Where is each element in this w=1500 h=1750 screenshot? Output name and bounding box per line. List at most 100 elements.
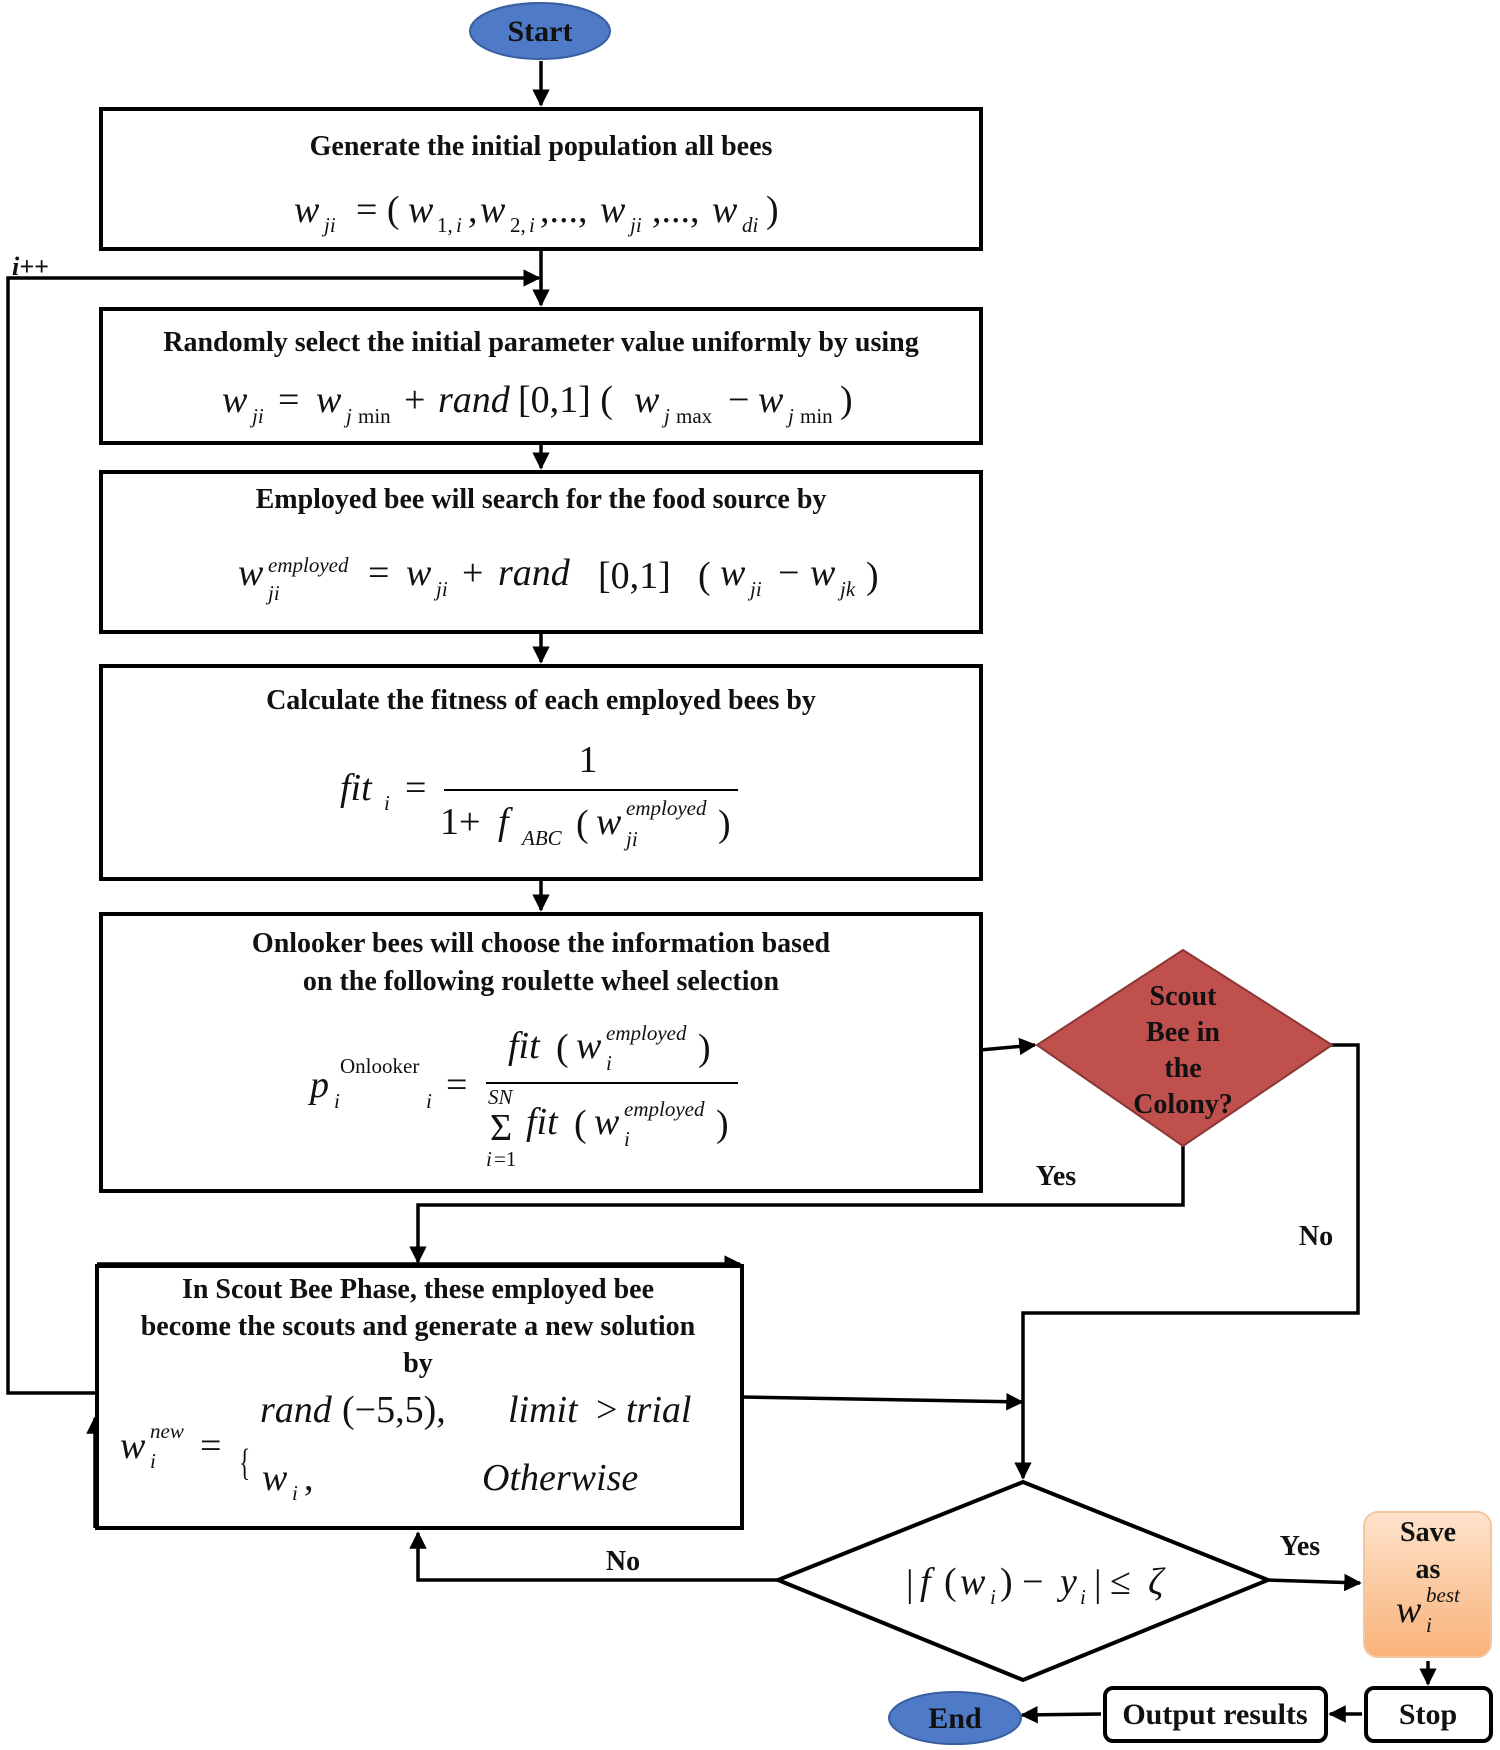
step5-box: Onlooker bees will choose the informatio… (99, 912, 983, 1193)
svg-text:[0,1]: [0,1] (598, 555, 671, 597)
save-line1: Save (1400, 1517, 1456, 1548)
svg-text:employed: employed (624, 1097, 705, 1121)
svg-text:w: w (720, 552, 746, 594)
start-terminal: Start (469, 2, 611, 60)
svg-text:ji: ji (627, 213, 642, 237)
arrow-step6-to-decision2 (741, 1392, 1024, 1411)
svg-text:y: y (1056, 1561, 1077, 1603)
svg-text:fit: fit (508, 1025, 541, 1067)
svg-text:i: i (334, 1089, 340, 1113)
svg-text:ji: ji (321, 213, 336, 237)
svg-text:di: di (742, 213, 759, 237)
svg-text:= (: = ( (356, 189, 400, 231)
decision2: | f ( w i ) − y i | ≤ ζ Yes No (606, 1479, 1321, 1683)
start-label: Start (508, 15, 573, 48)
svg-text:(−5,5),: (−5,5), (342, 1389, 446, 1431)
svg-text:ji: ji (623, 827, 638, 851)
svg-text:): ) (718, 803, 731, 845)
step6-rect (95, 1264, 744, 1530)
svg-text:|: | (906, 1563, 914, 1605)
svg-text:limit: limit (508, 1389, 579, 1431)
save-rect (1363, 1511, 1492, 1658)
svg-text:i: i (624, 1127, 630, 1151)
svg-text:i: i (426, 1089, 432, 1113)
svg-text:w: w (262, 1457, 288, 1499)
svg-text:i: i (486, 1147, 492, 1171)
svg-text:ji: ji (249, 404, 264, 428)
svg-text:j: j (661, 404, 670, 428)
svg-text:=: = (368, 552, 389, 594)
arrow-step5-to-decision1 (979, 1037, 1037, 1056)
decision1-no-label: No (1299, 1221, 1333, 1252)
step3-formula: w employed ji = w ji + rand [0,1] ( w ji… (238, 552, 879, 605)
svg-text:=: = (446, 1064, 467, 1106)
svg-text:fit: fit (340, 767, 373, 809)
svg-text:): ) (698, 1027, 711, 1069)
stop-label: Stop (1399, 1698, 1457, 1731)
svg-text:(: ( (556, 1027, 569, 1069)
decision1-line1: Scout (1150, 981, 1218, 1012)
svg-text:ζ: ζ (1148, 1561, 1166, 1603)
step2-rect (99, 307, 983, 445)
svg-text:w: w (316, 379, 342, 421)
svg-text:w: w (406, 552, 432, 594)
step6-box: In Scout Bee Phase, these employed bee b… (95, 1264, 744, 1530)
output-box: Output results (1103, 1686, 1328, 1743)
svg-text:=1: =1 (494, 1147, 516, 1171)
svg-text:w: w (600, 189, 626, 231)
svg-text:min: min (800, 404, 833, 428)
svg-text:ji: ji (433, 577, 448, 601)
svg-text:i: i (150, 1449, 156, 1473)
end-terminal: End (888, 1691, 1022, 1745)
decision1-diamond (1035, 948, 1334, 1148)
svg-text:(: ( (574, 1103, 587, 1145)
svg-text:rand: rand (438, 379, 511, 421)
svg-text:(: ( (576, 803, 589, 845)
end-label: End (928, 1702, 982, 1735)
svg-text:): ) (840, 379, 853, 421)
svg-text:1+: 1+ (440, 801, 480, 843)
svg-text:−: − (778, 552, 799, 594)
svg-text:w: w (408, 189, 434, 231)
svg-text:w: w (222, 379, 248, 421)
start-ellipse (469, 2, 611, 60)
svg-text:w: w (120, 1425, 146, 1467)
svg-text:(: ( (698, 555, 711, 597)
svg-text:w: w (594, 1101, 620, 1143)
svg-text:employed: employed (606, 1021, 687, 1045)
step5-formula: p Onlooker i i = fit ( w employed i ) SN… (307, 1021, 738, 1171)
svg-text:=: = (405, 767, 426, 809)
svg-text:≤: ≤ (1110, 1561, 1131, 1603)
stop-box: Stop (1364, 1686, 1493, 1743)
svg-text:j: j (785, 404, 794, 428)
svg-text:,...,: ,..., (652, 189, 700, 231)
svg-text:+: + (462, 552, 483, 594)
svg-text:+: + (404, 379, 425, 421)
svg-text:fit: fit (526, 1101, 559, 1143)
svg-text:trial: trial (626, 1389, 691, 1431)
svg-text:Onlooker: Onlooker (340, 1054, 419, 1078)
step3-box: Employed bee will search for the food so… (99, 470, 983, 634)
svg-text:employed: employed (626, 796, 707, 820)
svg-text:Otherwise: Otherwise (482, 1457, 638, 1499)
svg-text:): ) (866, 555, 879, 597)
step2-title: Randomly select the initial parameter va… (163, 327, 918, 358)
save-sup: best (1426, 1583, 1461, 1607)
step4-box: Calculate the fitness of each employed b… (99, 664, 983, 881)
svg-text:w: w (294, 189, 320, 231)
svg-text:jk: jk (837, 577, 856, 601)
arrow-decision2-yes (1267, 1573, 1362, 1592)
svg-text:min: min (358, 404, 391, 428)
svg-text:|: | (1094, 1563, 1102, 1605)
svg-text:max: max (676, 404, 713, 428)
svg-text:,: , (304, 1457, 314, 1499)
step5-title-line1: Onlooker bees will choose the informatio… (252, 928, 831, 959)
svg-text:j: j (343, 404, 352, 428)
svg-text:1: 1 (579, 739, 598, 781)
stop-rect (1364, 1686, 1493, 1743)
svg-text:employed: employed (268, 553, 349, 577)
decision2-yes-label: Yes (1280, 1531, 1321, 1562)
arrow-output-to-end (1020, 1706, 1102, 1724)
output-rect (1103, 1686, 1328, 1743)
